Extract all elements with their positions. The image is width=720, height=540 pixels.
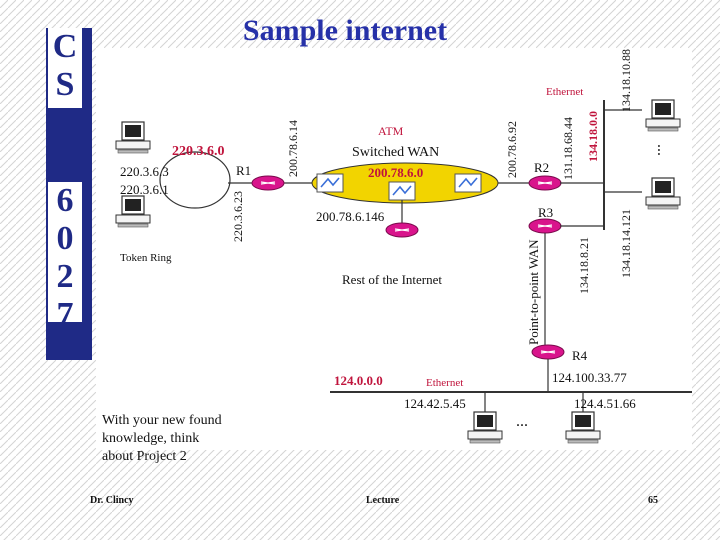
ethernet-bottom-label: Ethernet bbox=[426, 377, 463, 389]
router-r4-icon bbox=[531, 344, 565, 360]
course-number: 6 0 2 7 bbox=[48, 182, 82, 333]
host-d-address: 124.4.51.66 bbox=[574, 396, 636, 411]
slide-title: Sample internet bbox=[242, 14, 448, 47]
r1-left-address: 220.3.6.23 bbox=[231, 191, 245, 242]
rest-of-internet-label: Rest of the Internet bbox=[342, 272, 442, 287]
router-r3-icon bbox=[385, 222, 419, 238]
host-b-address: 220.3.6.1 bbox=[120, 182, 169, 197]
r1-label: R1 bbox=[236, 163, 251, 178]
r2-label: R2 bbox=[534, 160, 549, 175]
host-a-address: 220.3.6.3 bbox=[120, 164, 169, 179]
r3-label: R3 bbox=[538, 205, 553, 220]
page-number: 65 bbox=[648, 495, 658, 506]
host-c-address: 124.42.5.45 bbox=[404, 396, 466, 411]
ptp-wan-label: Point-to-point WAN bbox=[526, 239, 541, 345]
r2-atm-address: 200.78.6.92 bbox=[505, 121, 519, 178]
r4-address: 124.100.33.77 bbox=[552, 370, 627, 385]
course-digit: 6 bbox=[56, 182, 74, 219]
token-ring-loop bbox=[159, 151, 231, 209]
atm-switch-icon bbox=[454, 173, 482, 193]
router-r3-ptp-icon bbox=[528, 218, 562, 234]
net-220: 220.3.6.0 bbox=[172, 144, 225, 159]
r3-ptp-address: 134.18.8.21 bbox=[577, 237, 591, 294]
course-label-top: C S bbox=[48, 28, 82, 108]
note-line: With your new found bbox=[102, 413, 222, 428]
net-134: 134.18.0.0 bbox=[586, 111, 600, 162]
ethernet-top-label: Ethernet bbox=[546, 86, 583, 98]
r2-eth-address: 134.18.10.88 bbox=[619, 49, 633, 112]
router-r2-icon bbox=[528, 175, 562, 191]
router-r1-icon bbox=[251, 175, 285, 191]
footer-author: Dr. Clincy bbox=[90, 495, 134, 506]
token-ring-label: Token Ring bbox=[120, 252, 172, 264]
r4-label: R4 bbox=[572, 348, 588, 363]
footer-center: Lecture bbox=[366, 495, 400, 506]
course-digit: 2 bbox=[56, 258, 74, 295]
r1-top-address: 200.78.6.14 bbox=[286, 120, 300, 177]
atm-switch-icon bbox=[388, 181, 416, 201]
course-digit: 7 bbox=[56, 296, 74, 333]
eth-bottom-dots: ... bbox=[516, 413, 528, 430]
note-line: about Project 2 bbox=[102, 449, 187, 464]
network-diagram: ... 220.3.6.0 220.3.6.3 220.3.6.1 Token … bbox=[96, 48, 692, 450]
course-letter: C bbox=[52, 28, 78, 65]
r2-right-address: 131.18.68.44 bbox=[561, 117, 575, 180]
token-ring-dots: ... bbox=[96, 172, 104, 184]
project-note: With your new found knowledge, think abo… bbox=[102, 412, 232, 466]
r3-eth-address: 134.18.14.121 bbox=[619, 209, 633, 278]
course-digit: 0 bbox=[56, 220, 74, 257]
eth-top-dots: ... bbox=[654, 144, 671, 156]
course-letter: S bbox=[55, 66, 75, 103]
atm-label: ATM bbox=[378, 124, 404, 138]
net-200: 200.78.6.0 bbox=[368, 165, 423, 180]
r3-atm-address: 200.78.6.146 bbox=[316, 209, 385, 224]
note-line: knowledge, think bbox=[102, 431, 200, 446]
atm-switch-icon bbox=[316, 173, 344, 193]
switched-wan-label: Switched WAN bbox=[352, 145, 439, 160]
net-124: 124.0.0.0 bbox=[334, 373, 383, 388]
